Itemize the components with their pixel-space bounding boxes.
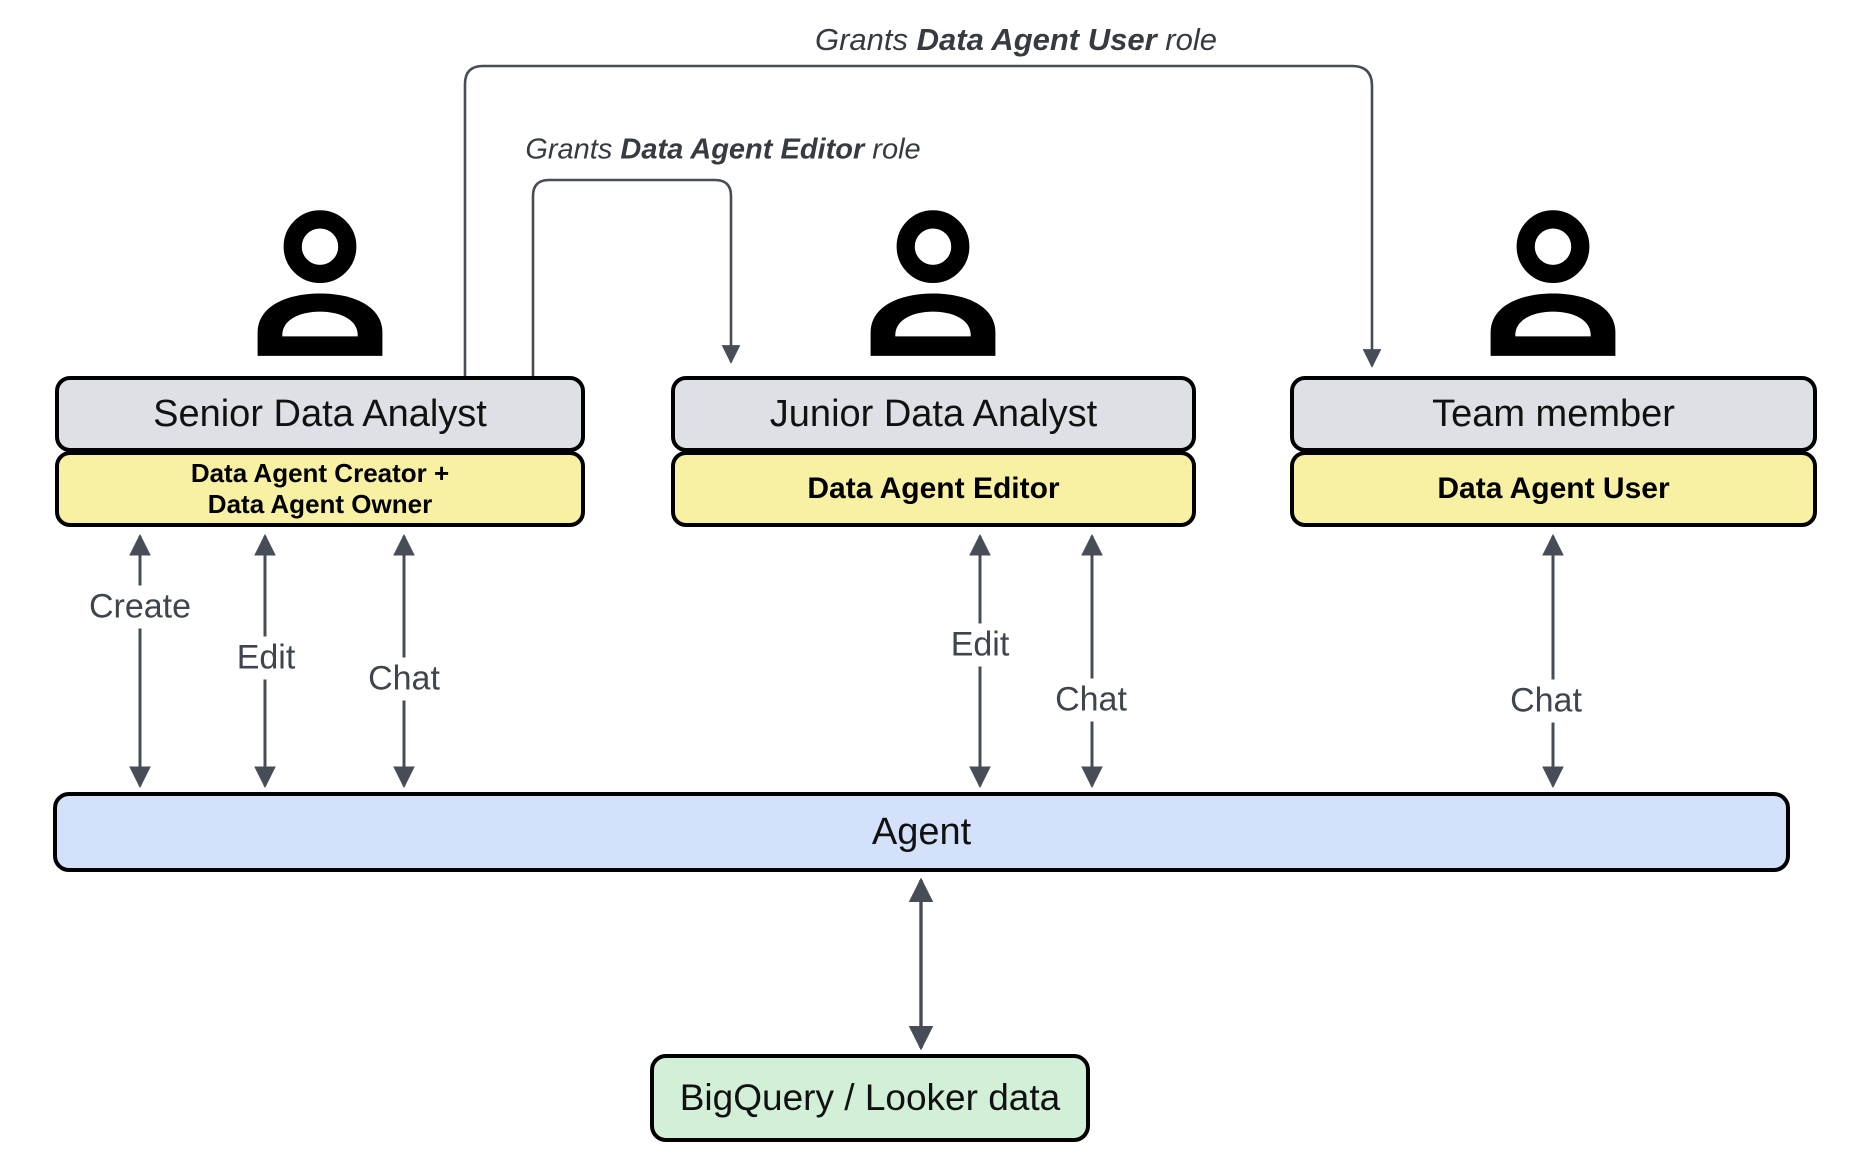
grants-editor-suffix: role <box>864 133 921 166</box>
grants-editor-connector <box>531 178 741 378</box>
chat-action-label: Chat <box>1503 679 1589 723</box>
actor-name-box: Team member <box>1290 376 1817 452</box>
grants-user-connector <box>463 64 1382 378</box>
role-badge: Data Agent User <box>1290 451 1817 527</box>
datasource-label: BigQuery / Looker data <box>679 1077 1061 1118</box>
edit-action-label: Edit <box>943 623 1017 667</box>
actor-name: Senior Data Analyst <box>153 392 487 435</box>
person-icon <box>1490 210 1616 356</box>
grants-editor-prefix: Grants <box>525 133 621 166</box>
agent-bar: Agent <box>53 792 1790 872</box>
actor-name-box: Junior Data Analyst <box>671 376 1196 452</box>
edit-action-label: Edit <box>229 636 303 680</box>
actor-name: Team member <box>1432 392 1675 435</box>
actor-name: Junior Data Analyst <box>769 392 1098 435</box>
person-icon <box>870 210 996 356</box>
create-action-label: Create <box>81 585 199 629</box>
grants-user-role-name: Data Agent User <box>916 22 1157 57</box>
role-line: Data Agent User <box>1437 472 1670 505</box>
actor-senior-data-analyst: Senior Data Analyst Data Agent Creator +… <box>55 376 585 527</box>
grants-editor-role-label: Grants Data Agent Editor role <box>519 133 927 167</box>
role-badge: Data Agent Creator + Data Agent Owner <box>55 451 585 527</box>
grants-user-suffix: role <box>1156 22 1217 57</box>
agent-label: Agent <box>871 810 972 853</box>
grants-user-prefix: Grants <box>815 22 917 57</box>
grants-user-role-label: Grants Data Agent User role <box>809 22 1223 58</box>
chat-action-label: Chat <box>1048 678 1134 722</box>
role-line: Data Agent Owner <box>207 489 433 519</box>
datasource-box: BigQuery / Looker data <box>650 1054 1090 1142</box>
role-badge: Data Agent Editor <box>671 451 1196 527</box>
person-icon <box>257 210 383 356</box>
chat-action-label: Chat <box>361 657 447 701</box>
role-line: Data Agent Editor <box>807 472 1060 505</box>
role-line: Data Agent Creator + <box>190 458 450 489</box>
actor-team-member: Team member Data Agent User <box>1290 376 1817 527</box>
actor-junior-data-analyst: Junior Data Analyst Data Agent Editor <box>671 376 1196 527</box>
grants-editor-role-name: Data Agent Editor <box>620 133 865 166</box>
actor-name-box: Senior Data Analyst <box>55 376 585 452</box>
